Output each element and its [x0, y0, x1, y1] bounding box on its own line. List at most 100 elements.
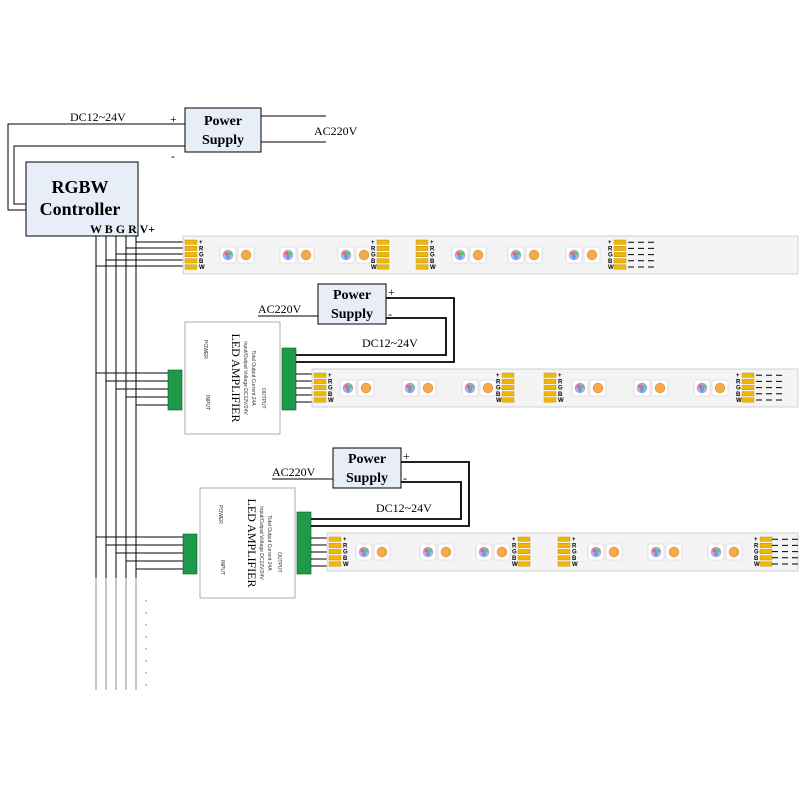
strip1-mid-connector-a: +RGBW [371, 239, 390, 271]
warm-white-led [586, 249, 598, 261]
led-pair [355, 543, 391, 561]
strip-pin-label: R [371, 246, 376, 252]
strip-pin-label: B [199, 259, 204, 265]
led-strip-1 [182, 235, 799, 275]
rgbw-controller-box [25, 161, 139, 237]
strip1-mid-connector-b: +RGBW [415, 239, 436, 271]
led-pair [633, 379, 669, 397]
strip3-mid-connector-a: +RGBW [512, 536, 531, 568]
warm-white-led [608, 546, 620, 558]
strip-pin-label: + [496, 373, 500, 379]
strip-pin-label: G [608, 253, 613, 259]
strip-pin-label: B [328, 392, 333, 398]
led-pair [339, 379, 375, 397]
amp1-power-label: POWER [202, 340, 208, 359]
strip-pin-label: W [754, 562, 760, 568]
led-amplifier-2: LED AMPLIFIER Input/Output Voltage DC12V… [182, 487, 312, 599]
power-supply-2-box [317, 283, 387, 325]
controller-label-line1: RGBW [51, 177, 108, 197]
strip-pin-label: W [343, 562, 349, 568]
strip-pin-label: G [754, 550, 759, 556]
strip2-mid-connector-b: +RGBW [543, 372, 564, 404]
strip-pin-label: W [328, 398, 334, 404]
strip-pin-label: + [199, 240, 203, 246]
amp1-output-label: OUTPUT [260, 388, 266, 409]
supply2-label-line1: Power [333, 288, 371, 303]
strip-pin-label: G [328, 386, 333, 392]
strip3-input-connector: +RGBW [328, 536, 349, 568]
top-dc-minus-wire [13, 145, 185, 205]
strip-pin-label: W [430, 265, 436, 271]
led-pair [279, 246, 315, 264]
strip-pin-label: + [512, 537, 516, 543]
strip-pin-label: W [371, 265, 377, 271]
warm-white-led [358, 249, 370, 261]
strip-pin-label: + [343, 537, 347, 543]
strip-pin-label: B [430, 259, 435, 265]
warm-white-led [654, 382, 666, 394]
strip1-end-connector: +RGBW [608, 239, 627, 271]
led-pair [647, 543, 683, 561]
strip1-input-connector: +RGBW [184, 239, 205, 271]
strip-pin-label: + [371, 240, 375, 246]
strip-pin-label: B [343, 556, 348, 562]
strip-pin-label: B [736, 392, 741, 398]
strip-pin-label: R [608, 246, 613, 252]
amp1-title: LED AMPLIFIER [229, 333, 243, 422]
amp2-power-label: POWER [217, 505, 223, 524]
strip-pin-label: W [608, 265, 614, 271]
strip-pin-label: W [558, 398, 564, 404]
strip-pin-label: G [512, 550, 517, 556]
top-plus-sign: + [170, 112, 177, 126]
strip-pin-label: B [371, 259, 376, 265]
strip3-mid-connector-b: +RGBW [557, 536, 578, 568]
led-pair [461, 379, 497, 397]
supply2-dc-plus-wire [296, 297, 455, 363]
strip-pin-label: B [558, 392, 563, 398]
amp2-output-wires [311, 537, 329, 567]
strip-pin-label: G [199, 253, 204, 259]
amp2-title: LED AMPLIFIER [245, 498, 259, 587]
supply2-ac-label: AC220V [258, 302, 302, 316]
amp2-output-label: OUTPUT [276, 552, 282, 573]
amp2-input-label: INPUT [219, 560, 225, 575]
strip2-input-connector: +RGBW [313, 372, 334, 404]
strip-pin-label: + [572, 537, 576, 543]
strip-pin-label: B [608, 259, 613, 265]
led-pair [401, 379, 437, 397]
supply3-label-line1: Power [348, 452, 386, 467]
strip-pin-label: B [572, 556, 577, 562]
led-pair [571, 379, 607, 397]
top-dc-voltage-label: DC12~24V [70, 110, 126, 124]
top-power-supply-label-line1: Power [204, 114, 242, 129]
strip-pin-label: R [736, 379, 741, 385]
led-pair [587, 543, 623, 561]
supply3-minus: - [403, 471, 407, 485]
led-pair [707, 543, 743, 561]
strip-pin-label: R [328, 379, 333, 385]
strip-pin-label: G [558, 386, 563, 392]
strip-pin-label: G [430, 253, 435, 259]
supply2-dc-minus-wire [296, 317, 447, 356]
amp1-output-wires [296, 373, 314, 403]
led-pair [337, 246, 373, 264]
warm-white-led [482, 382, 494, 394]
strip2-mid-connector-a: +RGBW [496, 372, 515, 404]
warm-white-led [376, 546, 388, 558]
supply3-dc-minus-wire [311, 481, 462, 520]
strip-pin-label: + [558, 373, 562, 379]
strip-pin-label: + [430, 240, 434, 246]
top-ac-voltage-label: AC220V [314, 124, 358, 138]
strip-pin-label: R [512, 543, 517, 549]
warm-white-led [360, 382, 372, 394]
supply3-plus: + [403, 449, 410, 463]
strip-pin-label: W [572, 562, 578, 568]
strip-pin-label: B [512, 556, 517, 562]
amp2-spec1: Input/Output Voltage DC12V/24V [258, 506, 264, 580]
top-power-supply-label-line2: Supply [202, 133, 244, 148]
strip-pin-label: + [328, 373, 332, 379]
warm-white-led [496, 546, 508, 558]
supply3-dc-label: DC12~24V [376, 501, 432, 515]
supply2-dc-label: DC12~24V [362, 336, 418, 350]
